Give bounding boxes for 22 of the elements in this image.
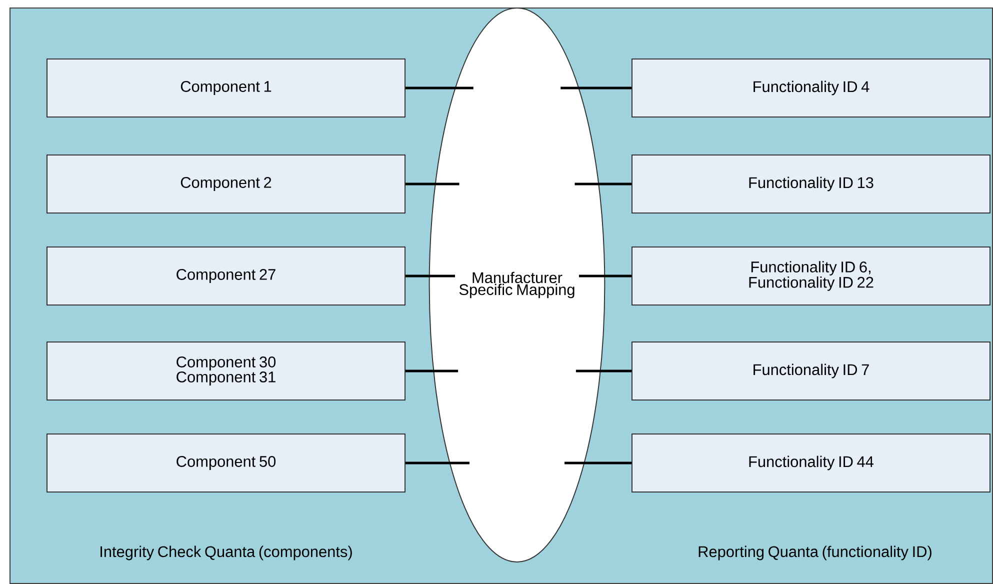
connector-line [576, 370, 632, 372]
connector-line [578, 274, 632, 278]
connector-line [574, 182, 632, 186]
functionality-box: Functionality ID 6, Functionality ID 22 [632, 246, 990, 306]
connector-line [406, 182, 460, 186]
connector-line [406, 274, 456, 278]
functionality-box: Functionality ID 13 [632, 154, 990, 214]
connector-line [406, 462, 470, 464]
caption: Integrity Check Quanta (components) [100, 546, 352, 560]
connector-line [406, 370, 458, 372]
connector-line [560, 86, 632, 90]
component-box: Component 27 [46, 246, 406, 306]
caption: Reporting Quanta (functionality ID) [698, 546, 932, 560]
connector-line [564, 462, 632, 464]
component-box: Component 2 [46, 154, 406, 214]
component-box: Component 1 [46, 58, 406, 118]
component-box: Component 30 Component 31 [46, 342, 406, 400]
functionality-box: Functionality ID 4 [632, 58, 990, 118]
component-box: Component 50 [46, 434, 406, 492]
connector-line [406, 86, 474, 90]
functionality-box: Functionality ID 7 [632, 342, 990, 400]
functionality-box: Functionality ID 44 [632, 434, 990, 492]
